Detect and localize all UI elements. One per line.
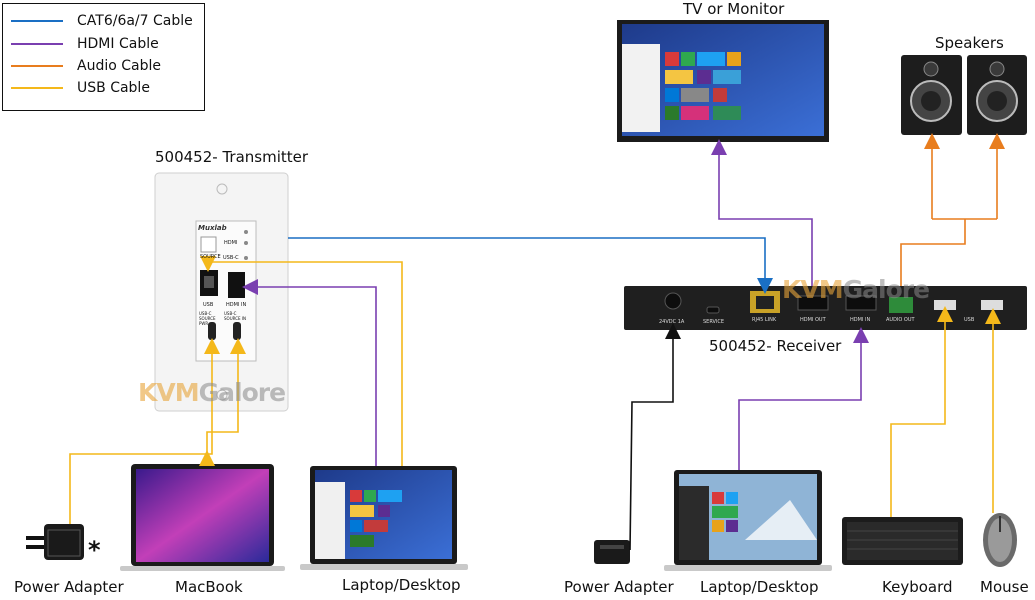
receiver-service-label: SERVICE: [703, 319, 725, 325]
transmitter-source-label: SOURCE: [200, 254, 221, 260]
transmitter-wallplate: [154, 172, 289, 412]
watermark-part2: Galore: [842, 275, 930, 304]
watermark-part2: Galore: [198, 378, 286, 407]
legend-label: USB Cable: [77, 80, 150, 96]
hdmi-cable-tv: [711, 139, 813, 286]
receiver-hdmi-out-label: HDMI OUT: [800, 317, 826, 323]
speaker-left: [901, 55, 962, 135]
receiver-rj45-label: RJ45 LINK: [752, 317, 777, 323]
keyboard: [842, 517, 963, 565]
watermark-part1: KVM: [138, 378, 200, 407]
speaker-right: [967, 55, 1027, 135]
receiver-dc-label: 24VDC 1A: [659, 319, 685, 325]
cat6-cable: [288, 237, 773, 294]
usbc-in-port: [233, 322, 241, 340]
transmitter-hdmi-in-label: HDMI IN: [226, 302, 247, 308]
power-adapter-left-label: Power Adapter: [14, 578, 124, 596]
mouse-label: Mouse: [980, 578, 1029, 596]
hdmi-cable-laptop-left: [242, 279, 377, 466]
legend-item-audio: Audio Cable: [11, 56, 161, 76]
receiver-label: 500452- Receiver: [709, 337, 842, 355]
transmitter-usbc-label: USB-C: [223, 255, 239, 261]
legend-item-cat6: CAT6/6a/7 Cable: [11, 11, 193, 31]
transmitter-usbc-pwr-label: USB-C SOURCE PWR: [199, 311, 216, 326]
laptop-right-label: Laptop/Desktop: [700, 578, 819, 596]
legend: CAT6/6a/7 Cable HDMI Cable Audio Cable U…: [2, 3, 205, 111]
usb-cable-laptop-left: [200, 256, 403, 466]
keyboard-label: Keyboard: [882, 578, 953, 596]
usb-cable-keyboard: [890, 306, 953, 517]
macbook: [120, 464, 285, 571]
transmitter-usb-label: USB: [203, 302, 214, 308]
receiver-hdmi-in-label: HDMI IN: [850, 317, 871, 323]
receiver-audio-out-label: AUDIO OUT: [886, 317, 915, 323]
power-adapter-right-label: Power Adapter: [564, 578, 674, 596]
power-adapter-right: [594, 540, 630, 564]
mouse: [983, 513, 1017, 567]
asterisk-note: *: [88, 536, 101, 564]
usbc-pwr-port: [208, 322, 216, 340]
transmitter-usbc-in-label: USB-C SOURCE IN: [224, 311, 246, 321]
watermark-right: KVMGalore: [782, 275, 930, 304]
laptop-left-label: Laptop/Desktop: [342, 576, 461, 594]
receiver-usb-label: USB: [964, 317, 975, 323]
power-cable-receiver: [629, 323, 681, 551]
legend-label: CAT6/6a/7 Cable: [77, 13, 193, 29]
watermark-part1: KVM: [782, 275, 844, 304]
watermark-left: KVMGalore: [138, 378, 286, 407]
hdmi-in-port: [228, 272, 245, 298]
speakers-label: Speakers: [935, 34, 1004, 52]
audio-cable: [900, 219, 966, 286]
power-adapter-left: [26, 524, 84, 560]
transmitter-label: 500452- Transmitter: [155, 148, 309, 166]
macbook-label: MacBook: [175, 578, 243, 596]
legend-label: HDMI Cable: [77, 36, 159, 52]
transmitter-brand: Muxlab: [198, 224, 227, 232]
usbc-cable-macbook: [199, 338, 246, 466]
legend-item-usb: USB Cable: [11, 78, 150, 98]
audio-out-port: [889, 297, 913, 313]
tv-label: TV or Monitor: [683, 0, 785, 18]
legend-item-hdmi: HDMI Cable: [11, 34, 159, 54]
usbc-cable-power: [69, 338, 220, 524]
transmitter-hdmi-label: HDMI: [224, 240, 238, 246]
laptop-left: [300, 466, 468, 570]
laptop-right: [664, 470, 832, 571]
tv-monitor: [617, 20, 829, 142]
legend-label: Audio Cable: [77, 58, 161, 74]
hdmi-cable-laptop-right: [738, 327, 869, 470]
receiver-unit: [624, 286, 1027, 330]
